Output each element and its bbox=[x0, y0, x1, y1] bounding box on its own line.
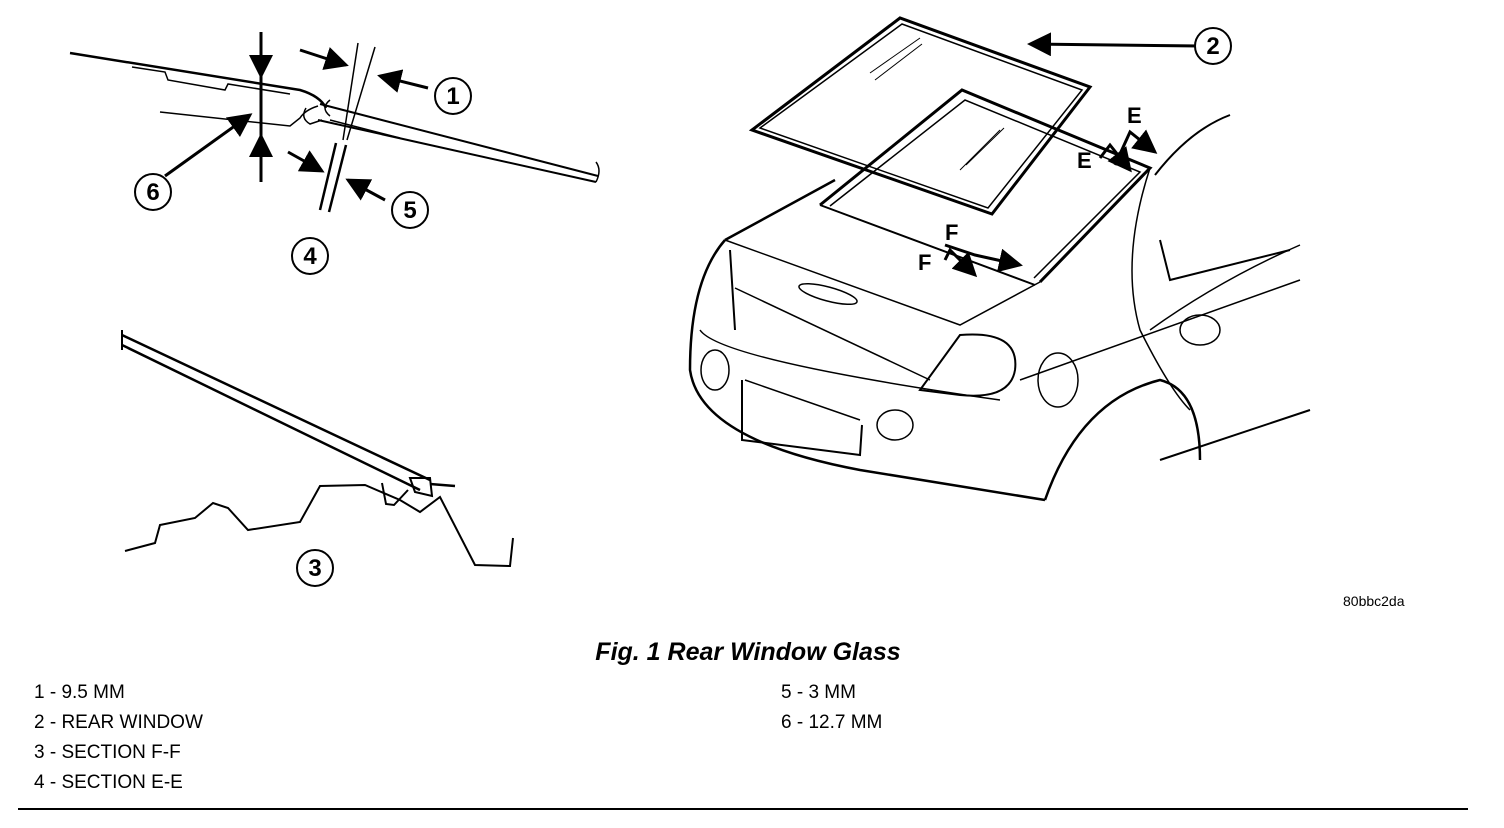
legend-left: 1 - 9.5 MM 2 - REAR WINDOW 3 - SECTION F… bbox=[34, 678, 203, 798]
callout-label-6: 6 bbox=[146, 179, 159, 206]
callout-label-4: 4 bbox=[303, 243, 317, 270]
image-code: 80bbc2da bbox=[1343, 593, 1405, 609]
section-marker-e-top: E bbox=[1127, 103, 1142, 128]
vehicle-drawing bbox=[688, 16, 1311, 502]
legend-item: 5 - 3 MM bbox=[781, 682, 856, 703]
callout-label-2: 2 bbox=[1206, 33, 1219, 60]
callout-circle-5 bbox=[391, 191, 429, 229]
legend-item: 4 - SECTION E-E bbox=[34, 772, 183, 793]
callout-circle-3 bbox=[296, 549, 334, 587]
vehicle-arrows bbox=[943, 32, 1201, 278]
dimension-arrows bbox=[164, 36, 429, 202]
legend-right: 5 - 3 MM 6 - 12.7 MM bbox=[781, 678, 882, 738]
figure-caption: Fig. 1 Rear Window Glass bbox=[0, 638, 1504, 667]
legend-item: 3 - SECTION F-F bbox=[34, 742, 181, 763]
figure-caption-text: Fig. 1 Rear Window Glass bbox=[595, 638, 901, 666]
callout-label-1: 1 bbox=[446, 83, 459, 110]
section-marker-e-bottom: E bbox=[1077, 148, 1092, 173]
callout-circle-2 bbox=[1194, 27, 1232, 65]
callout-circle-6 bbox=[134, 173, 172, 211]
section-marker-f-bottom: F bbox=[918, 250, 931, 275]
callout-circle-4 bbox=[291, 237, 329, 275]
section-marker-f-top: F bbox=[945, 220, 958, 245]
callout-label-3: 3 bbox=[308, 555, 321, 582]
section-f-f-drawing bbox=[121, 330, 514, 568]
legend-item: 2 - REAR WINDOW bbox=[34, 712, 203, 733]
legend-item: 6 - 12.7 MM bbox=[781, 712, 883, 733]
bottom-divider bbox=[18, 808, 1468, 810]
callout-circle-1 bbox=[434, 77, 472, 115]
callout-label-5: 5 bbox=[403, 197, 416, 224]
legend-item: 1 - 9.5 MM bbox=[34, 682, 125, 703]
